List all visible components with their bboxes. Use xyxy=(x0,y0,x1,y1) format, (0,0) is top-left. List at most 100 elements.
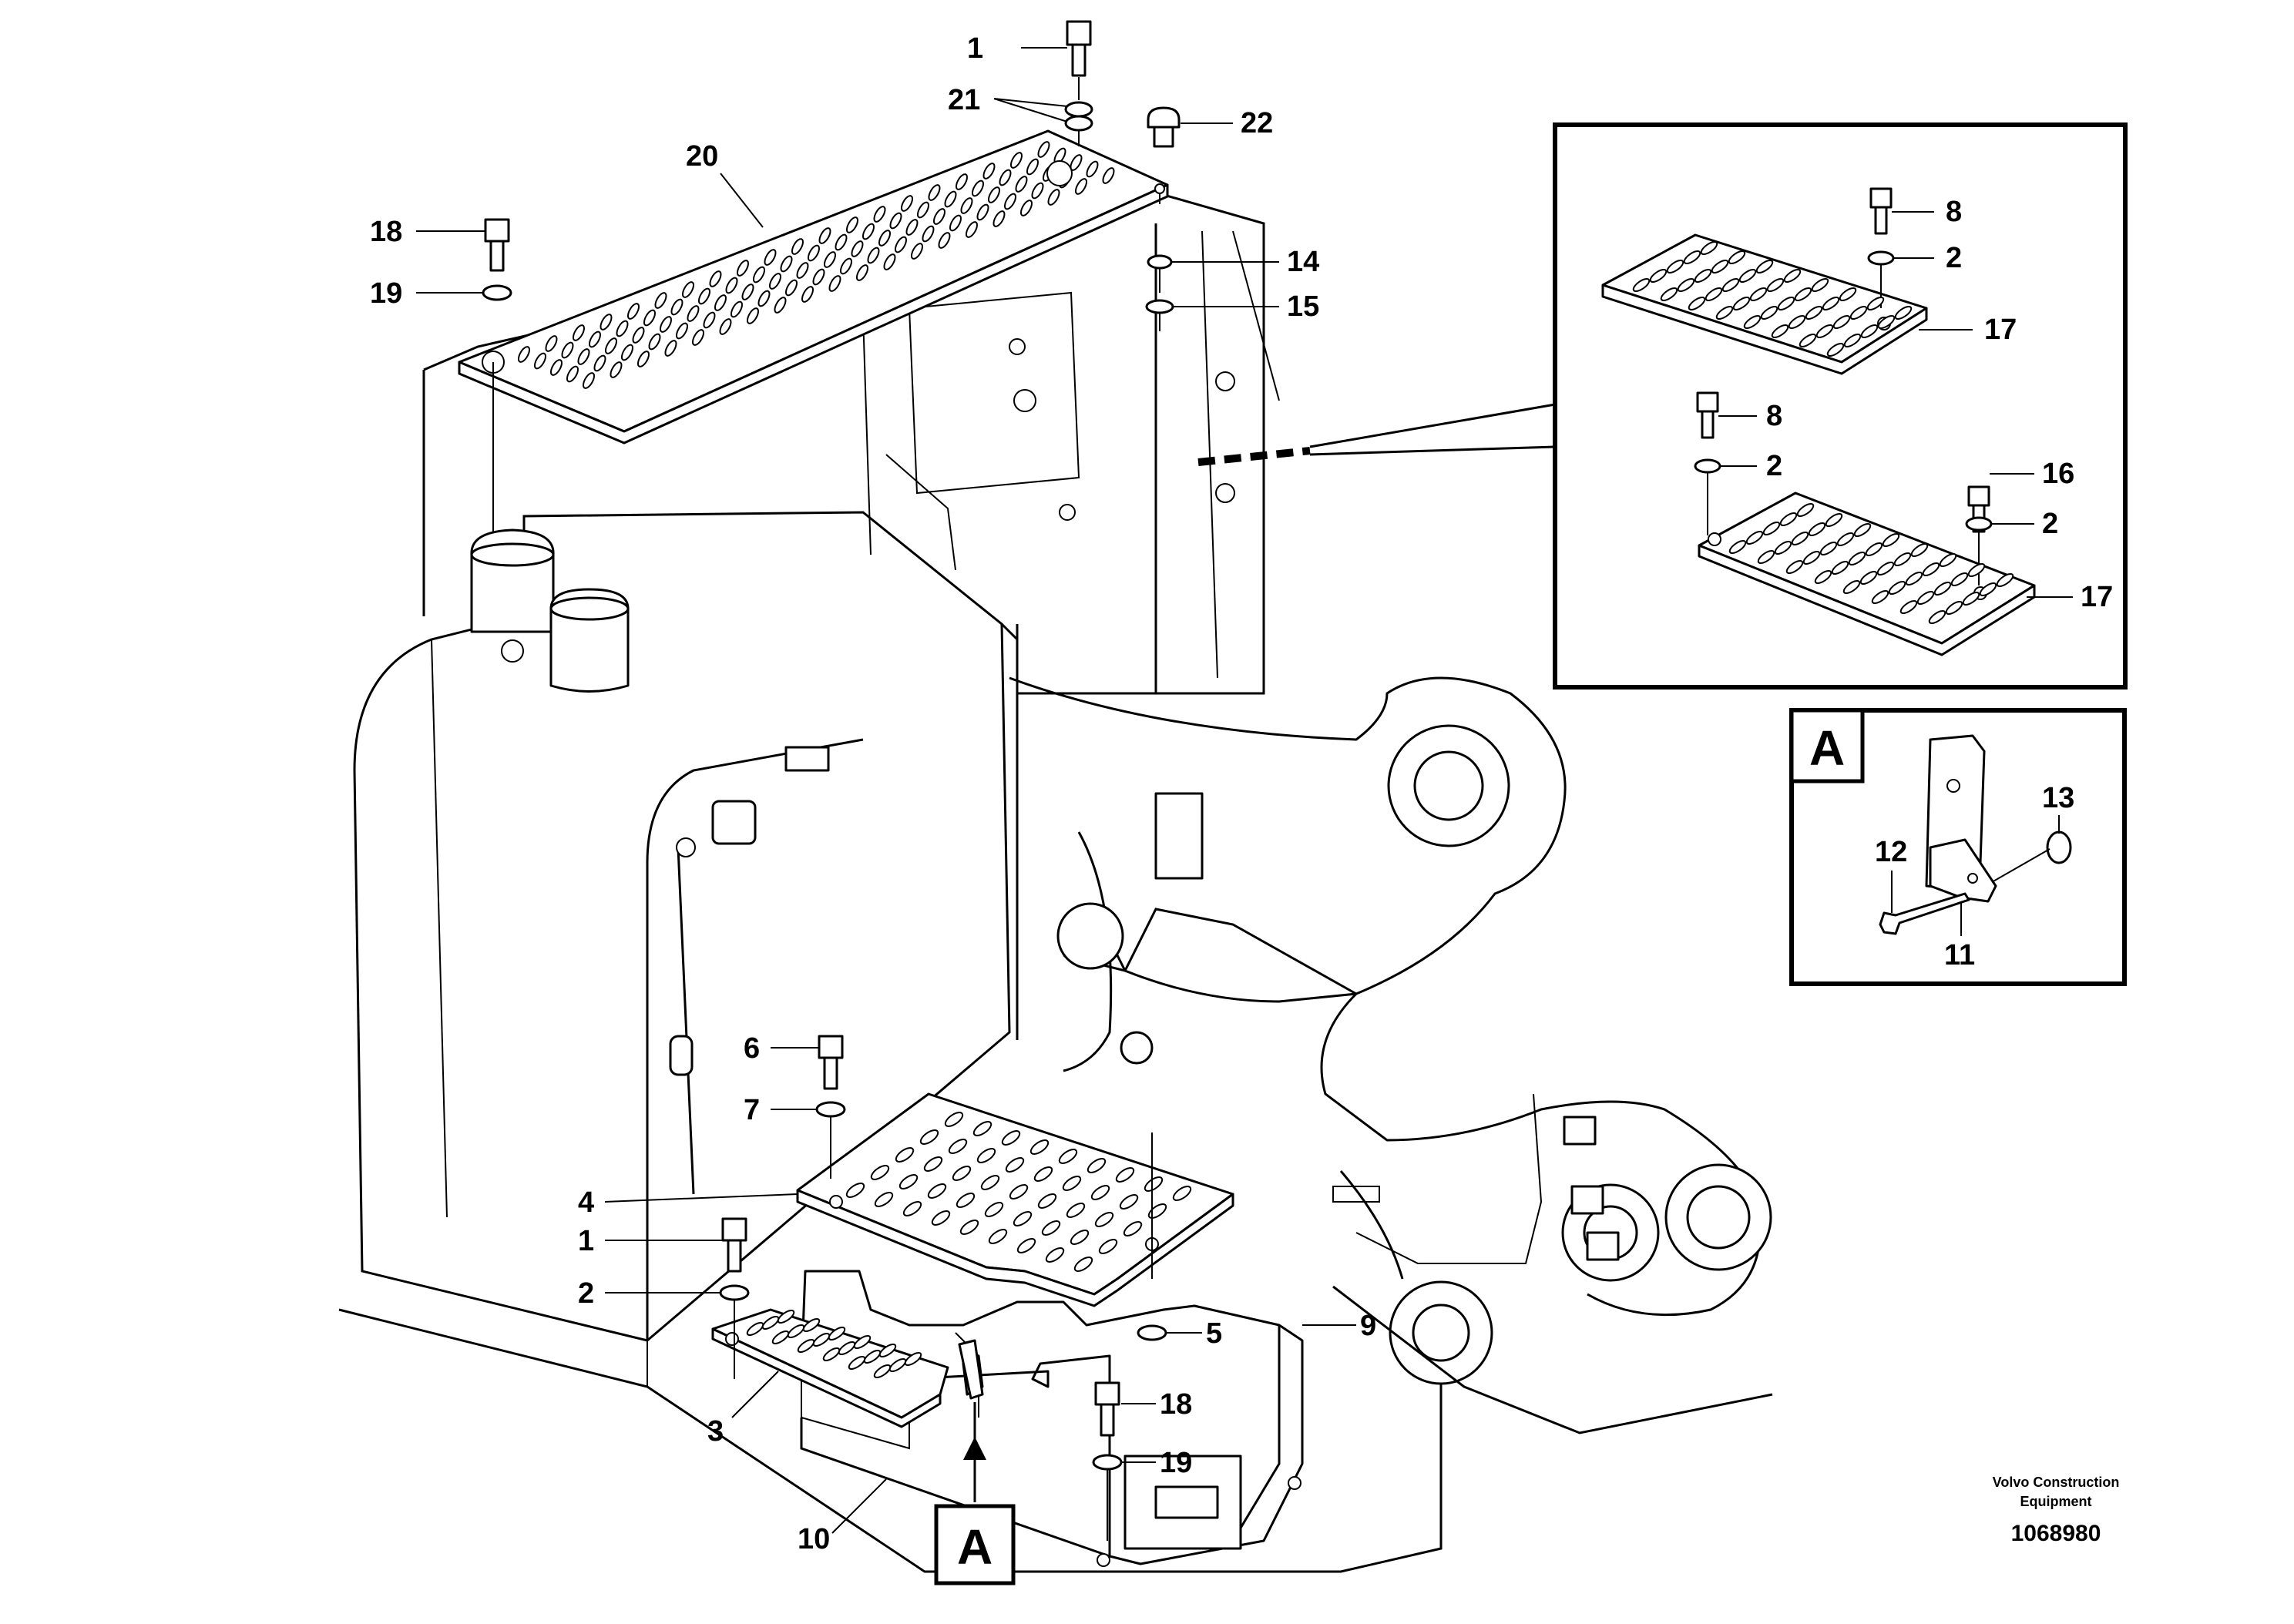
step-slot xyxy=(867,247,880,264)
front-step-plate xyxy=(796,1092,1234,1307)
step-slot xyxy=(1893,552,1912,567)
step-slot xyxy=(534,352,546,370)
step-slot xyxy=(988,186,1000,203)
step-slot xyxy=(1738,268,1757,284)
step-slot xyxy=(616,320,629,337)
step-slot xyxy=(1033,1166,1053,1182)
step-slot xyxy=(960,197,973,214)
step-slot xyxy=(1939,552,1957,568)
step-slot xyxy=(600,314,613,331)
step-slot xyxy=(660,316,672,333)
step-slot xyxy=(1819,541,1838,556)
step-slot xyxy=(1632,277,1651,293)
washers-14-15 xyxy=(1145,254,1174,331)
footer-company-line1: Volvo Construction xyxy=(1993,1475,2120,1490)
step-slot xyxy=(1073,1257,1093,1272)
step-slot xyxy=(1005,1157,1025,1173)
step-slot xyxy=(988,1229,1008,1244)
step-slot xyxy=(1860,324,1879,339)
step-slot xyxy=(1172,1186,1192,1201)
step-slot xyxy=(1805,305,1823,320)
step-slot xyxy=(812,268,825,286)
step-slot xyxy=(731,300,743,318)
step-slot xyxy=(888,1357,907,1373)
step-slot xyxy=(714,294,727,311)
bolt-1-bottom xyxy=(719,1217,750,1379)
step-slot xyxy=(949,214,962,232)
step-slot xyxy=(1794,287,1812,302)
step-slot xyxy=(787,1324,805,1339)
step-slot xyxy=(1745,530,1764,545)
step-slot xyxy=(982,163,996,180)
step-slot xyxy=(845,1183,865,1198)
callout-18-bottom: 18 xyxy=(1160,1388,1192,1421)
step-slot xyxy=(1721,277,1740,293)
step-slot xyxy=(1115,1167,1135,1183)
step-slot xyxy=(1649,268,1668,284)
callout-3: 3 xyxy=(707,1415,724,1448)
step-slot xyxy=(1070,1230,1090,1245)
step-slot xyxy=(1047,189,1060,206)
step-slot xyxy=(1848,551,1866,566)
step-slot xyxy=(1777,296,1795,311)
callout-4: 4 xyxy=(578,1186,594,1219)
step-slot xyxy=(764,249,777,266)
step-slot xyxy=(1814,569,1832,585)
step-slot xyxy=(1045,1247,1065,1263)
step-slot xyxy=(1016,1238,1036,1253)
step-slot xyxy=(1677,277,1695,293)
step-slot xyxy=(769,273,781,290)
step-slot xyxy=(621,344,633,361)
upper-step-slots xyxy=(518,141,1115,389)
step-slot xyxy=(692,329,704,346)
step-slot xyxy=(828,1326,846,1341)
step-slot xyxy=(902,1201,922,1216)
small-step-slots xyxy=(746,1309,922,1379)
callout-20: 20 xyxy=(686,140,718,173)
callout-21: 21 xyxy=(948,84,980,116)
drawing-footer: Volvo Construction Equipment 1068980 xyxy=(1993,1475,2120,1546)
step-slot xyxy=(1815,324,1834,339)
step-slot xyxy=(577,348,590,365)
callout-6: 6 xyxy=(744,1032,760,1065)
step-slot xyxy=(1876,561,1895,576)
detail-callout-8b: 8 xyxy=(1766,400,1782,432)
step-slot xyxy=(682,281,694,298)
detail-a-callout-13: 13 xyxy=(2042,782,2074,814)
step-slot xyxy=(878,230,891,247)
step-slot xyxy=(771,1330,790,1345)
callout-22: 22 xyxy=(1241,107,1273,139)
step-slot xyxy=(1144,1176,1164,1192)
step-slot xyxy=(1666,259,1684,274)
step-slot xyxy=(883,253,896,270)
step-slot xyxy=(1774,540,1792,555)
step-slot xyxy=(1962,591,1980,606)
step-slot xyxy=(1760,305,1778,320)
step-slot xyxy=(777,1309,795,1324)
step-slot xyxy=(1933,581,1952,596)
step-slot xyxy=(785,279,798,297)
step-slot xyxy=(818,227,831,244)
step-slot xyxy=(1757,549,1775,565)
step-slot xyxy=(1062,1176,1082,1191)
step-slot xyxy=(944,190,957,208)
step-slot xyxy=(905,219,919,236)
callout-1-top: 1 xyxy=(967,32,983,65)
step-slot xyxy=(670,298,683,316)
detail-callout-17a: 17 xyxy=(1984,314,2017,346)
step-slot xyxy=(703,311,716,329)
step-slot xyxy=(1715,305,1734,320)
callout-9: 9 xyxy=(1360,1310,1376,1342)
step-slot xyxy=(1001,1130,1021,1146)
step-slot xyxy=(992,210,1006,227)
step-slot xyxy=(919,1129,939,1145)
step-slot xyxy=(1123,1221,1143,1236)
bolt-6 xyxy=(815,1035,846,1179)
step-slot xyxy=(610,361,623,378)
step-slot xyxy=(1799,333,1817,348)
step-slot xyxy=(1826,342,1845,357)
step-slot xyxy=(1749,287,1768,302)
step-slot xyxy=(1013,1211,1033,1226)
detail-callout-2a: 2 xyxy=(1946,242,1962,274)
